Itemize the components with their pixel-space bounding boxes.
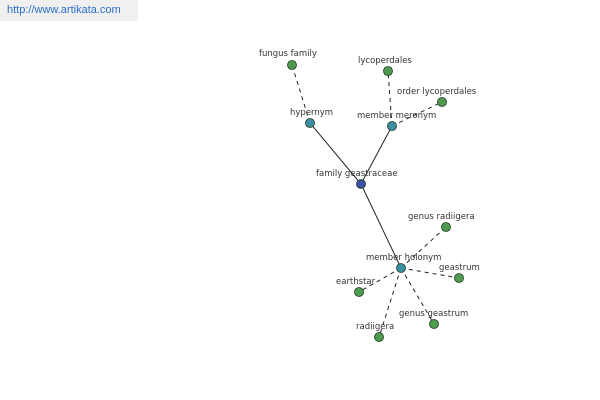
watermark-link[interactable]: http://www.artikata.com bbox=[0, 0, 138, 21]
edge-hypernym-to-fungus-family bbox=[291, 64, 311, 124]
node-member-meronym[interactable]: member meronym bbox=[357, 111, 436, 131]
edge-family-geastraceae-to-hypernym bbox=[309, 122, 362, 185]
node-label-geastrum: geastrum bbox=[439, 263, 480, 273]
edge-member-holonym-to-genus-geastrum bbox=[400, 267, 435, 325]
node-dot-order-lycoperdales[interactable] bbox=[437, 97, 447, 107]
node-label-member-holonym: member holonym bbox=[366, 253, 441, 263]
edge-member-holonym-to-geastrum bbox=[400, 267, 460, 279]
edges-layer bbox=[291, 64, 460, 338]
node-label-member-meronym: member meronym bbox=[357, 111, 436, 121]
node-label-lycoperdales: lycoperdales bbox=[358, 56, 412, 66]
node-dot-genus-radiigera[interactable] bbox=[441, 222, 451, 232]
node-dot-hypernym[interactable] bbox=[305, 118, 315, 128]
node-hypernym[interactable]: hypernym bbox=[290, 108, 333, 128]
node-family-geastraceae[interactable]: family geastraceae bbox=[316, 169, 398, 189]
node-label-order-lycoperdales: order lycoperdales bbox=[397, 87, 477, 97]
edge-member-meronym-to-order-lycoperdales bbox=[391, 101, 443, 127]
edge-family-geastraceae-to-member-meronym bbox=[360, 125, 393, 185]
node-radiigera[interactable]: radiigera bbox=[356, 322, 394, 342]
node-dot-member-meronym[interactable] bbox=[387, 121, 397, 131]
node-label-fungus-family: fungus family bbox=[259, 49, 317, 59]
node-genus-radiigera[interactable]: genus radiigera bbox=[408, 212, 475, 232]
node-dot-radiigera[interactable] bbox=[374, 332, 384, 342]
node-dot-member-holonym[interactable] bbox=[396, 263, 406, 273]
node-label-family-geastraceae: family geastraceae bbox=[316, 169, 398, 179]
node-label-genus-radiigera: genus radiigera bbox=[408, 212, 475, 222]
node-earthstar[interactable]: earthstar bbox=[336, 277, 376, 297]
edge-family-geastraceae-to-member-holonym bbox=[360, 183, 402, 269]
edge-member-holonym-to-earthstar bbox=[358, 267, 402, 293]
node-label-genus-geastrum: genus geastrum bbox=[399, 309, 468, 319]
nodes-layer: family geastraceae hypernym member meronym… bbox=[259, 49, 480, 342]
node-lycoperdales[interactable]: lycoperdales bbox=[358, 56, 412, 76]
node-dot-lycoperdales[interactable] bbox=[383, 66, 393, 76]
node-label-hypernym: hypernym bbox=[290, 108, 333, 118]
edge-member-meronym-to-lycoperdales bbox=[387, 70, 393, 127]
node-fungus-family[interactable]: fungus family bbox=[259, 49, 317, 70]
node-dot-family-geastraceae[interactable] bbox=[356, 179, 366, 189]
node-dot-earthstar[interactable] bbox=[354, 287, 364, 297]
node-member-holonym[interactable]: member holonym bbox=[366, 253, 441, 273]
node-label-earthstar: earthstar bbox=[336, 277, 376, 287]
node-label-radiigera: radiigera bbox=[356, 322, 394, 332]
node-dot-genus-geastrum[interactable] bbox=[429, 319, 439, 329]
node-geastrum[interactable]: geastrum bbox=[439, 263, 480, 283]
node-dot-geastrum[interactable] bbox=[454, 273, 464, 283]
node-genus-geastrum[interactable]: genus geastrum bbox=[399, 309, 468, 329]
edge-member-holonym-to-genus-radiigera bbox=[400, 226, 447, 269]
node-dot-fungus-family[interactable] bbox=[287, 60, 297, 70]
node-order-lycoperdales[interactable]: order lycoperdales bbox=[397, 87, 477, 107]
